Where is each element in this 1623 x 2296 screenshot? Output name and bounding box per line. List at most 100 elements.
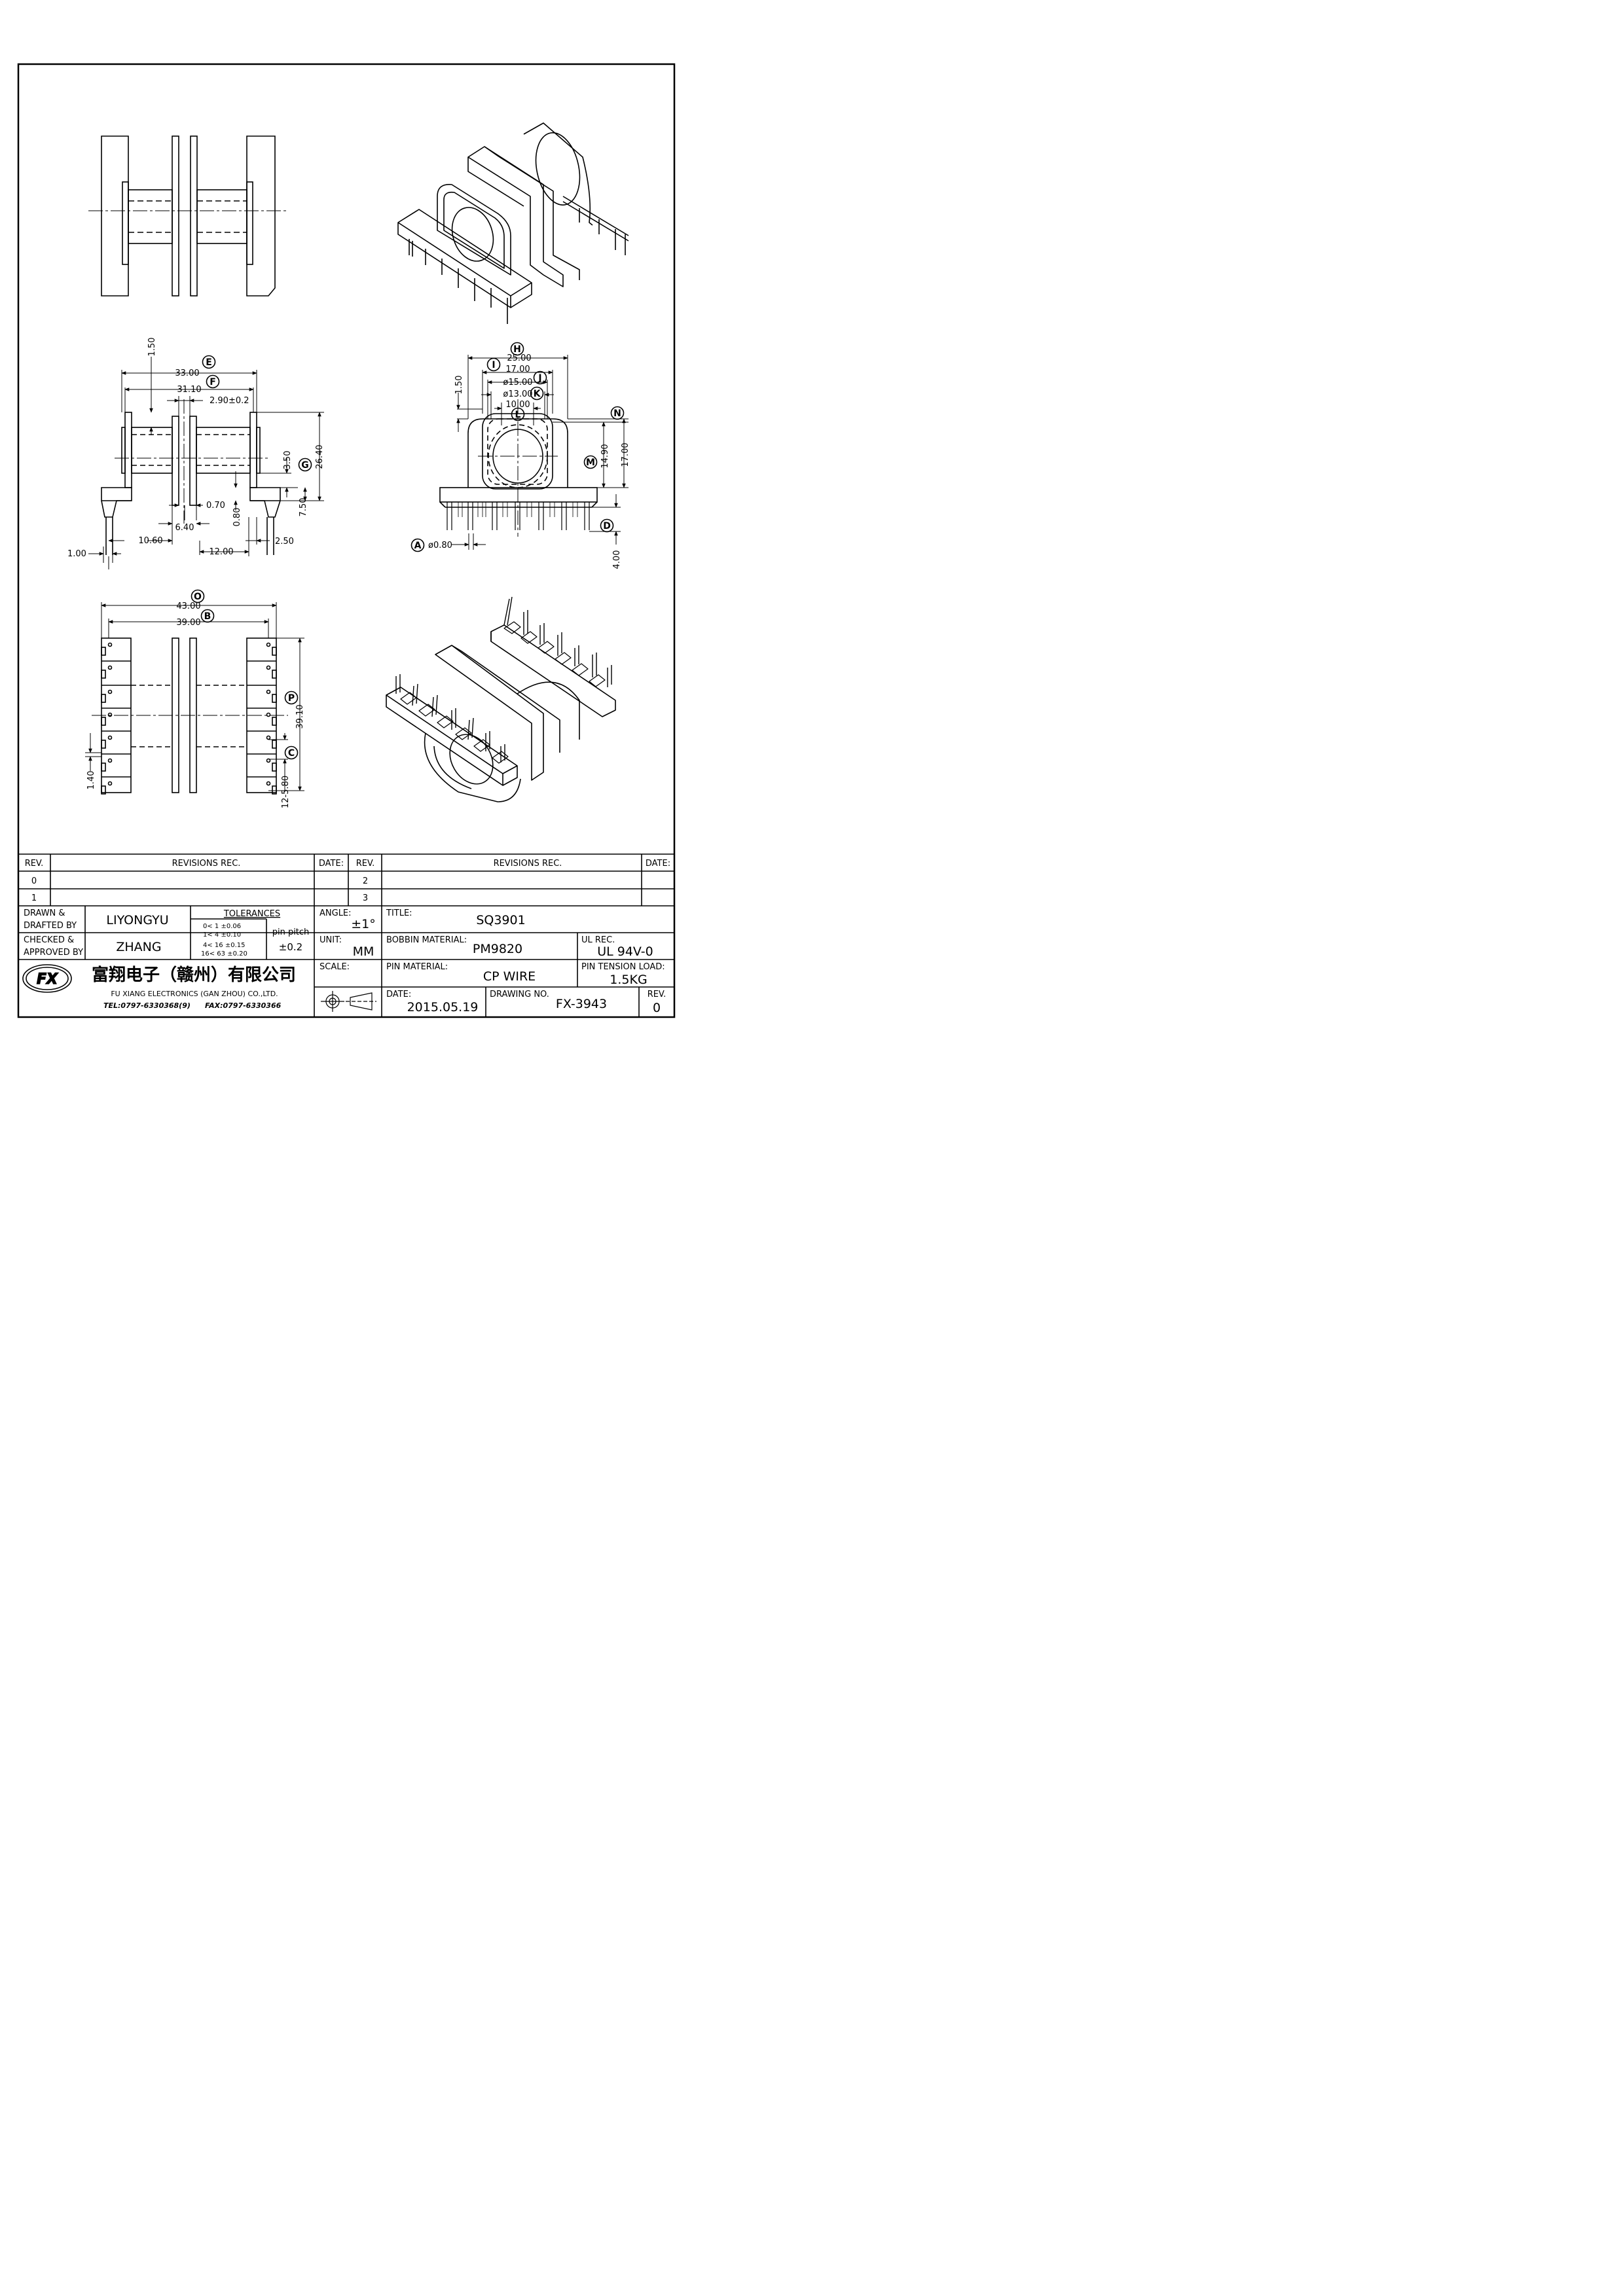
company-logo: FX	[22, 964, 72, 993]
dim-0-70: 0.70	[206, 501, 225, 511]
approved-label: APPROVED BY	[24, 948, 83, 958]
dim-31-10: 31.10	[177, 385, 201, 395]
slot-notch	[272, 785, 277, 795]
pin-hole	[107, 758, 113, 763]
svg-text:I: I	[492, 360, 495, 370]
slot-notch	[101, 785, 106, 795]
svg-text:C: C	[288, 748, 295, 759]
marker-o: O	[191, 589, 205, 603]
marker-g: G	[298, 457, 312, 472]
pin-tension-label: PIN TENSION LOAD:	[581, 962, 665, 972]
callout-markers: E F G H I J K L N M D A O B P C	[191, 342, 625, 760]
svg-text:A: A	[414, 541, 422, 551]
dim-dia-13: ø13.00	[503, 389, 532, 399]
date-header-left: DATE:	[319, 859, 344, 869]
dim-0-80: 0.80	[232, 508, 242, 527]
pin-hole	[266, 689, 271, 694]
pin-hole	[107, 781, 113, 786]
slot-notch	[101, 670, 106, 679]
dim-dia-15: ø15.00	[503, 378, 532, 387]
checked-label: CHECKED &	[24, 935, 74, 945]
company-name-cn: 富翔电子（赣州）有限公司	[92, 965, 296, 985]
bottom-view	[92, 637, 288, 795]
tolerance-row-4: 16< 63 ±0.20	[201, 950, 247, 958]
dim-17-side: 17.00	[621, 442, 630, 467]
pin-material-value: CP WIRE	[483, 969, 536, 984]
dim-7-50: 7.50	[299, 498, 308, 517]
pin-hole	[266, 781, 271, 786]
marker-k: K	[530, 386, 544, 401]
dim-dia-0-80: ø0.80	[428, 541, 452, 550]
pin-material-label: PIN MATERIAL:	[386, 962, 448, 972]
tolerance-row-2: 1< 4 ±0.10	[203, 931, 241, 939]
dim-3-50: 3.50	[283, 451, 293, 470]
isometric-view-top	[397, 122, 629, 324]
slot-notch	[272, 670, 277, 679]
svg-text:B: B	[204, 611, 211, 622]
marker-j: J	[533, 370, 547, 385]
svg-text:G: G	[301, 460, 309, 471]
slot-notch	[272, 717, 277, 726]
marker-b: B	[200, 609, 215, 623]
revisions-header-left: REVISIONS REC.	[172, 859, 241, 869]
revisions-header-right: REVISIONS REC.	[494, 859, 562, 869]
rev-row-3: 3	[363, 893, 368, 903]
pin-hole	[266, 735, 271, 740]
dim-10-60: 10.60	[138, 536, 162, 546]
rev-header-right: REV.	[356, 859, 375, 869]
dim-4-00: 4.00	[612, 550, 622, 569]
dim-10: 10.00	[505, 400, 530, 410]
dim-1-50-side: 1.50	[454, 376, 464, 395]
pin-hole	[266, 712, 271, 717]
svg-text:H: H	[513, 344, 521, 355]
dim-2-90: 2.90±0.2	[210, 396, 249, 406]
date-header-right: DATE:	[646, 859, 670, 869]
svg-text:D: D	[603, 521, 611, 531]
pin-hole	[266, 642, 271, 647]
slot-notch	[272, 762, 277, 772]
title-value: SQ3901	[476, 913, 525, 927]
slot-notch	[272, 694, 277, 703]
dim-12-00: 12.00	[209, 547, 233, 557]
ul-rec-label: UL REC.	[581, 935, 615, 945]
drawn-by-value: LIYONGYU	[106, 913, 168, 927]
slot-notch	[101, 647, 106, 656]
pin-hole	[107, 665, 113, 670]
tolerance-row-3: 4< 16 ±0.15	[203, 942, 245, 949]
unit-value: MM	[353, 944, 374, 959]
front-view-dimensions	[88, 357, 324, 569]
ul-rec-value: UL 94V-0	[597, 944, 653, 959]
pin-hole	[266, 665, 271, 670]
slot-notch	[272, 740, 277, 749]
company-name-en: FU XIANG ELECTRONICS (GAN ZHOU) CO.,LTD.	[111, 990, 278, 998]
approved-by-value: ZHANG	[116, 940, 161, 954]
svg-text:E: E	[206, 357, 212, 368]
isometric-view-bottom	[386, 596, 616, 802]
drafted-label: DRAFTED BY	[24, 921, 77, 931]
side-view	[439, 399, 598, 537]
date-value: 2015.05.19	[407, 1000, 479, 1014]
marker-d: D	[600, 518, 614, 533]
company-fax: FAX:0797-6330366	[205, 1001, 282, 1010]
title-block-grid	[18, 853, 674, 1017]
company-tel: TEL:0797-6330368(9)	[103, 1001, 191, 1010]
dim-39: 39.00	[176, 618, 200, 628]
rev-label: REV.	[647, 990, 666, 999]
angle-label: ANGLE:	[319, 908, 352, 918]
drawing-no-value: FX-3943	[556, 997, 607, 1011]
dimension-labels: 33.00 31.10 2.90±0.2 1.50 26.40 3.50 7.5…	[67, 338, 630, 809]
date-label: DATE:	[386, 990, 411, 999]
dim-43: 43.00	[176, 601, 200, 611]
marker-i: I	[486, 357, 501, 372]
dim-1-00: 1.00	[67, 549, 86, 559]
dim-25: 25.00	[507, 353, 531, 363]
pin-hole	[107, 735, 113, 740]
marker-m: M	[583, 455, 598, 469]
title-block-text: REV. REVISIONS REC. DATE: REV. REVISIONS…	[24, 859, 670, 1015]
side-view-dimensions	[452, 355, 629, 550]
svg-text:K: K	[534, 389, 541, 399]
pin-hole	[107, 689, 113, 694]
pin-tension-value: 1.5KG	[610, 973, 647, 987]
dim-12-5-80: 12-5.80	[281, 776, 291, 808]
bobbin-material-value: PM9820	[473, 942, 522, 956]
